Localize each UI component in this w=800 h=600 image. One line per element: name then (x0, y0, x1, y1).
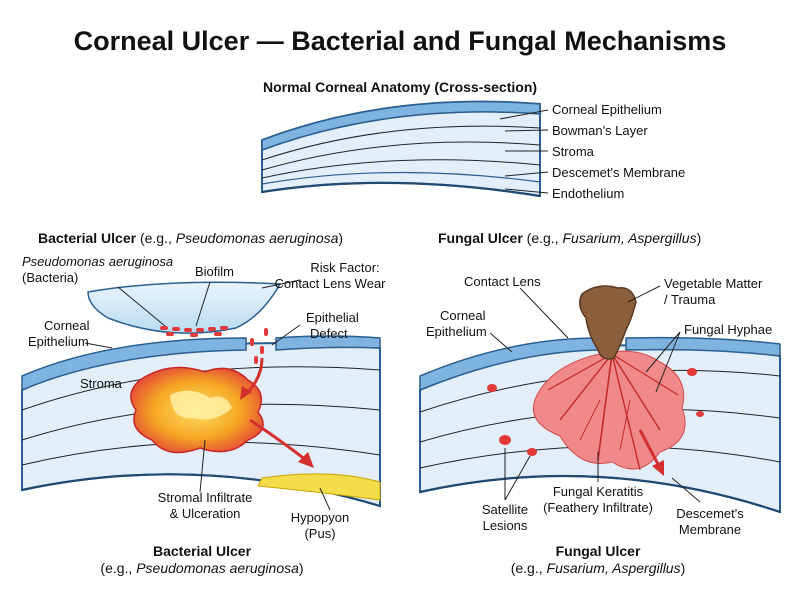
vegetable-matter-sublabel: / Trauma (664, 292, 716, 307)
normal-cornea (261, 100, 541, 198)
fungal-leaders (489, 285, 701, 503)
bacterial-epithelium-left (21, 337, 247, 392)
bacterial-arrows (240, 357, 314, 468)
risk-factor-sublabel: Contact Lens Wear (274, 276, 386, 291)
fungal-endothelium (419, 474, 781, 514)
bacterial-epithelium-sublabel: Epithelium (28, 334, 89, 349)
epithelial-defect-sublabel: Defect (310, 326, 348, 341)
normal-layer-label: Descemet's Membrane (552, 165, 685, 180)
hypopyon-arrow (249, 418, 307, 462)
fungal-heading: Fungal Ulcer (e.g., Fusarium, Aspergillu… (438, 230, 701, 246)
vegetable-matter-trauma (579, 285, 637, 360)
normal-bowman-line (261, 111, 541, 151)
biofilm-bacteria (160, 326, 268, 364)
bacterial-caption-sub: (e.g., Pseudomonas aeruginosa) (100, 560, 303, 576)
hypopyon-label: Hypopyon (291, 510, 350, 525)
fungal-keratitis-label: Fungal Keratitis (553, 484, 644, 499)
normal-layer-label: Endothelium (552, 186, 624, 201)
descemet-label: Descemet's (676, 506, 744, 521)
bacterial-epithelium-label: Corneal (44, 318, 90, 333)
normal-endothelium-line (261, 181, 541, 198)
hypopyon-pus (257, 473, 381, 501)
fungal-caption-sub: (e.g., Fusarium, Aspergillus) (511, 560, 686, 576)
normal-anatomy-heading: Normal Corneal Anatomy (Cross-section) (263, 79, 537, 95)
normal-descemet-line (261, 171, 541, 185)
normal-layer-label: Stroma (552, 144, 595, 159)
risk-factor-label: Risk Factor: (310, 260, 379, 275)
satellite-lesions-sublabel: Lesions (483, 518, 528, 533)
bacterial-cornea (21, 335, 381, 508)
fungal-caption-title: Fungal Ulcer (556, 543, 641, 559)
fungal-epithelium-sublabel: Epithelium (426, 324, 487, 339)
bacteria-sublabel: (Bacteria) (22, 270, 78, 285)
fungal-keratitis-sublabel: (Feathery Infiltrate) (543, 500, 653, 515)
hypopyon-sublabel: (Pus) (304, 526, 335, 541)
fungal-hyphae-label: Fungal Hyphae (684, 322, 772, 337)
normal-layer-label: Corneal Epithelium (552, 102, 662, 117)
feathery-infiltrate (532, 350, 686, 471)
biofilm-label: Biofilm (195, 264, 234, 279)
trauma-fragment (579, 285, 637, 360)
infiltrate-shape (532, 350, 686, 470)
normal-stroma-fiber (261, 141, 541, 171)
contact-lens-label: Contact Lens (464, 274, 541, 289)
bacterial-epithelium-right (275, 335, 381, 351)
infiltrate-core (170, 390, 232, 420)
hypopyon-arrowhead (298, 452, 314, 468)
infiltrate-label: Stromal Infiltrate (158, 490, 253, 505)
bacteria-label: Pseudomonas aeruginosa (22, 254, 173, 269)
epithelial-defect-label: Epithelial (306, 310, 359, 325)
bacterial-leaders (84, 279, 331, 511)
normal-stroma-fiber (261, 159, 541, 179)
invasion-arrowhead (240, 386, 252, 400)
stroma-label: Stroma (80, 376, 123, 391)
bacterial-caption-title: Bacterial Ulcer (153, 543, 252, 559)
contact-lens-shape (87, 281, 282, 334)
vegetable-matter-label: Vegetable Matter (664, 276, 763, 291)
contact-lens-bacterial (87, 281, 282, 334)
bacterial-heading: Bacterial Ulcer (e.g., Pseudomonas aerug… (38, 230, 343, 246)
fungal-arrows (638, 429, 664, 476)
satellite-lesions (487, 368, 704, 456)
penetration-arrowhead (652, 460, 664, 476)
descemet-sublabel: Membrane (679, 522, 741, 537)
fungal-epithelium-right (625, 336, 781, 357)
normal-layer-leaders (499, 109, 549, 194)
fungal-epithelium-label: Corneal (440, 308, 486, 323)
normal-stroma-fiber (261, 125, 541, 161)
page-title: Corneal Ulcer — Bacterial and Fungal Mec… (74, 26, 727, 56)
penetration-arrow (638, 429, 662, 469)
infiltrate-sublabel: & Ulceration (170, 506, 241, 521)
satellite-lesions-label: Satellite (482, 502, 528, 517)
normal-layer-label: Bowman's Layer (552, 123, 648, 138)
